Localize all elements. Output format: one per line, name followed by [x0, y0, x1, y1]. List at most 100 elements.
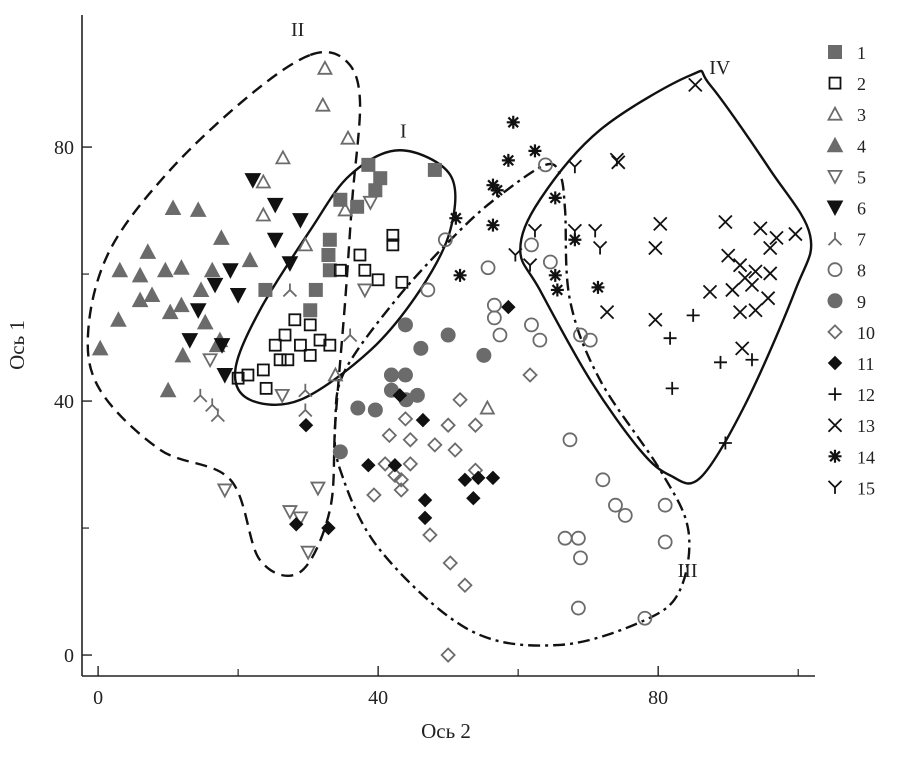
y-tick-label: 40	[54, 391, 74, 413]
data-point-series-4	[241, 251, 259, 268]
legend-label: 6	[857, 199, 866, 219]
data-point-series-6	[244, 173, 262, 189]
data-point-series-13	[763, 266, 778, 281]
data-point-series-3	[314, 96, 331, 112]
data-point-series-4	[143, 286, 161, 303]
data-point-series-4	[192, 281, 210, 297]
legend-item-5: 5	[826, 167, 866, 187]
data-point-series-8	[532, 332, 548, 348]
data-point-series-4	[189, 201, 207, 217]
data-point-series-8	[524, 317, 539, 333]
data-point-series-9	[397, 367, 413, 383]
legend-label: 8	[857, 261, 866, 281]
series-7	[193, 283, 358, 423]
region-label: IV	[709, 57, 731, 79]
data-point-series-1	[321, 248, 336, 263]
data-point-series-8	[486, 310, 502, 326]
data-point-series-3	[340, 129, 357, 145]
data-point-series-2	[281, 353, 295, 367]
legend-item-3: 3	[826, 105, 866, 125]
data-point-series-12	[745, 353, 759, 367]
data-point-series-2	[273, 353, 287, 367]
legend-marker-1	[828, 45, 842, 59]
data-point-series-10	[393, 482, 410, 498]
data-point-series-3	[479, 399, 496, 415]
data-point-series-8	[595, 472, 611, 488]
legend-marker-7	[827, 232, 843, 246]
legend-label: 13	[857, 416, 875, 436]
data-point-series-10	[447, 442, 463, 458]
legend-label: 15	[857, 478, 875, 498]
data-point-series-11	[387, 457, 403, 473]
data-point-series-8	[582, 332, 598, 348]
legend-item-12: 12	[828, 385, 875, 405]
legend-marker-9	[827, 293, 843, 309]
series-1	[258, 157, 442, 318]
data-point-series-9	[413, 340, 429, 356]
data-point-series-2	[386, 238, 400, 252]
legend-item-7: 7	[827, 230, 866, 250]
legend-marker-14	[828, 449, 842, 463]
data-point-series-13	[753, 221, 768, 236]
data-point-series-8	[486, 297, 502, 313]
data-point-series-6	[292, 213, 309, 229]
data-point-series-4	[173, 296, 190, 313]
data-point-series-1	[427, 162, 442, 177]
series-4	[91, 199, 259, 398]
data-point-series-7	[193, 388, 208, 403]
data-point-series-10	[467, 417, 484, 433]
region-II-contour	[86, 50, 362, 577]
data-point-series-9	[409, 387, 425, 403]
data-point-series-10	[402, 456, 419, 472]
data-point-series-2	[278, 328, 292, 342]
data-point-series-10	[377, 456, 393, 472]
data-point-series-15	[609, 152, 625, 167]
legend-label: 4	[857, 136, 866, 156]
data-point-series-2	[231, 371, 245, 385]
data-point-series-6	[216, 368, 234, 384]
data-point-series-3	[255, 206, 272, 222]
data-point-series-3	[327, 366, 344, 382]
data-point-series-13	[599, 305, 615, 320]
legend-item-10: 10	[827, 323, 875, 343]
data-point-series-13	[718, 214, 733, 230]
legend-label: 9	[857, 292, 866, 312]
data-point-series-7	[343, 328, 358, 343]
region-label: II	[291, 19, 304, 41]
data-point-series-1	[322, 263, 337, 278]
legend-marker-10	[827, 324, 843, 340]
data-point-series-3	[297, 236, 314, 252]
data-point-series-8	[480, 260, 496, 276]
data-point-series-3	[274, 149, 291, 165]
legend-marker-5	[826, 169, 844, 185]
region-IV-contour	[519, 69, 813, 485]
data-point-series-7	[298, 403, 313, 418]
data-point-series-11	[392, 388, 408, 403]
data-point-series-4	[164, 199, 182, 216]
data-point-series-9	[476, 347, 492, 363]
data-point-series-10	[393, 472, 410, 488]
data-point-series-1	[361, 157, 376, 172]
data-point-series-13	[721, 248, 736, 263]
data-point-series-10	[442, 555, 459, 571]
data-point-series-8	[573, 550, 588, 566]
data-point-series-8	[524, 237, 539, 253]
legend-item-9: 9	[827, 292, 866, 312]
data-point-series-1	[258, 282, 273, 297]
data-point-series-14	[548, 191, 562, 205]
data-point-series-13	[648, 312, 663, 327]
data-point-series-1	[350, 199, 365, 214]
data-point-series-6	[266, 232, 284, 249]
data-point-series-14	[449, 211, 463, 225]
data-point-series-13	[748, 303, 763, 318]
data-point-series-7	[205, 398, 220, 413]
legend-marker-6	[826, 200, 844, 217]
data-point-series-7	[210, 408, 225, 423]
legend-label: 10	[857, 323, 875, 343]
x-tick-label: 80	[648, 687, 668, 709]
data-point-series-4	[159, 381, 177, 398]
data-point-series-5	[362, 195, 379, 211]
